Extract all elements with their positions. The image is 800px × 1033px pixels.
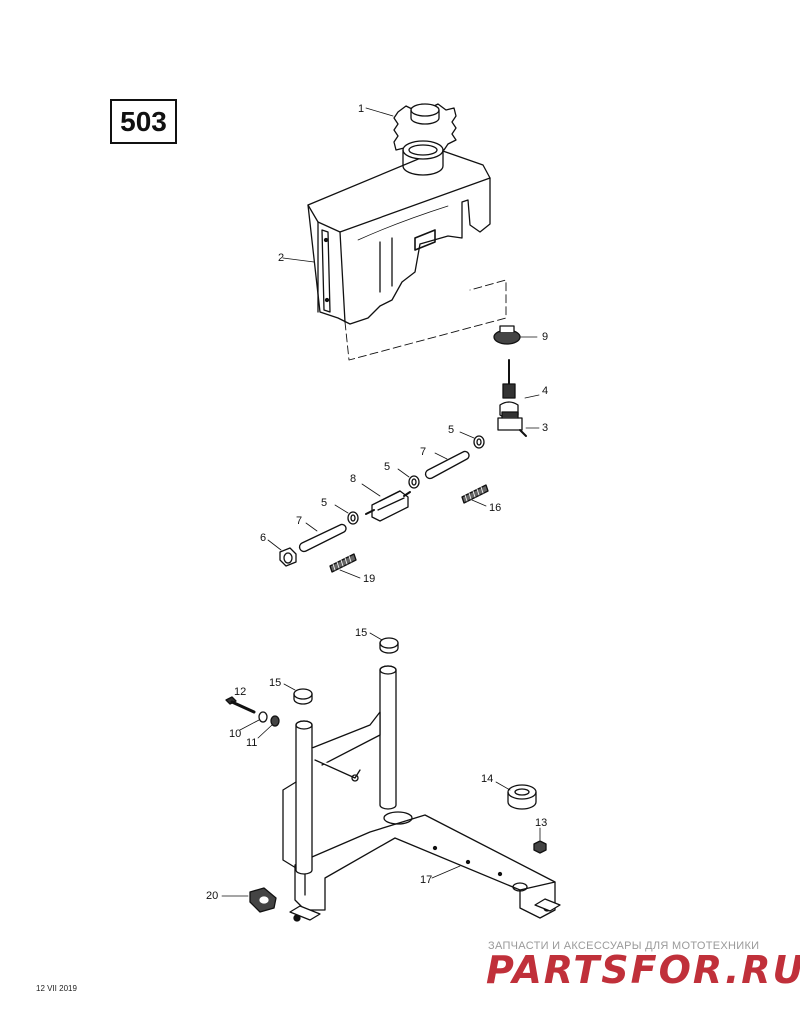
watermark-logo: PARTSFOR.RU (486, 948, 800, 992)
callout-5-upper: 5 (448, 424, 455, 436)
callout-17: 17 (420, 874, 433, 886)
callout-9: 9 (542, 331, 549, 343)
grommet-14-nut-13-parts (495, 781, 547, 854)
bolt-parts (225, 696, 280, 739)
callout-7-upper: 7 (420, 446, 427, 458)
watermark-tagline: ЗАПЧАСТИ И АКСЕССУАРЫ ДЛЯ МОТОТЕХНИКИ (488, 940, 760, 952)
callout-16: 16 (489, 502, 502, 514)
tank-part (282, 140, 507, 361)
grommet-15-parts (283, 632, 399, 705)
callout-1: 1 (358, 103, 365, 115)
callout-2: 2 (278, 252, 285, 264)
hose-parts (298, 450, 470, 553)
footer-date-code: 12 VII 2019 (36, 984, 77, 993)
callout-7-lower: 7 (296, 515, 303, 527)
callout-15-upper: 15 (355, 627, 368, 639)
callout-15-lower: 15 (269, 677, 282, 689)
cap-part (365, 103, 457, 155)
callout-10: 10 (229, 728, 242, 740)
frame-part (282, 665, 561, 922)
callout-13: 13 (535, 817, 548, 829)
filter-part (361, 483, 411, 522)
callout-14: 14 (481, 773, 494, 785)
callout-6: 6 (260, 532, 267, 544)
page-number-box: 503 (110, 99, 177, 144)
callout-11: 11 (246, 737, 258, 749)
callout-4: 4 (542, 385, 549, 397)
grommet-part (493, 325, 538, 345)
callout-19: 19 (363, 573, 376, 585)
callout-8: 8 (350, 473, 357, 485)
callout-12: 12 (234, 686, 247, 698)
spring-parts (329, 484, 489, 579)
callout-3: 3 (542, 422, 549, 434)
clamp-parts (334, 431, 485, 525)
valve-part (497, 359, 540, 437)
callout-20: 20 (206, 890, 219, 902)
fitting-6-part (267, 539, 297, 567)
callout-5-middle: 5 (384, 461, 391, 473)
callout-5-lower: 5 (321, 497, 328, 509)
bracket-part (221, 887, 277, 913)
